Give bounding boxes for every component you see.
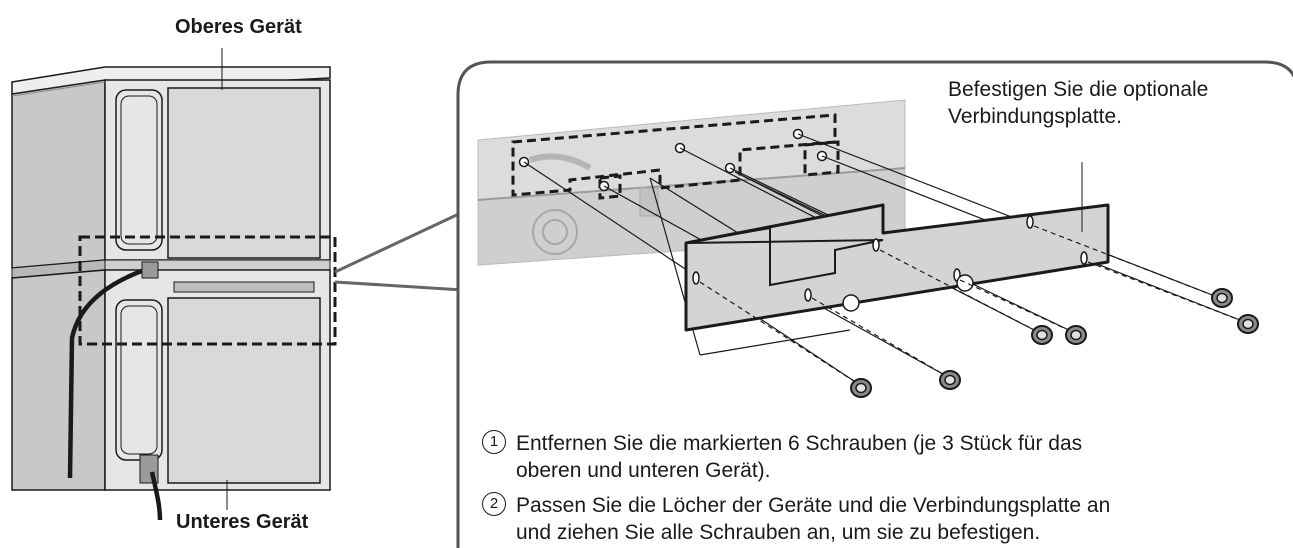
screw-icon — [1031, 325, 1053, 345]
lower-unit-label: Unteres Gerät — [176, 511, 309, 533]
marked-screw-regions — [511, 113, 840, 200]
connecting-plate — [684, 203, 1246, 386]
detail-panel — [456, 60, 1293, 548]
connection-area-highlight — [78, 235, 337, 346]
stacked-units-illustration — [11, 48, 464, 521]
callout-plate-label: Befestigen Sie die optionale Verbindungs… — [948, 78, 1209, 128]
step-2: 2 Passen Sie die Löcher der Geräte und d… — [482, 492, 1282, 546]
screws — [850, 288, 1259, 398]
upper-unit-label: Oberes Gerät — [175, 16, 302, 38]
screw-icon — [850, 378, 872, 398]
step-number: 2 — [482, 492, 506, 516]
screw-icon — [1065, 325, 1087, 345]
upper-unit-illustration — [11, 66, 331, 269]
step-1: 1 Entfernen Sie die markierten 6 Schraub… — [482, 430, 1282, 484]
screw-icon — [939, 370, 961, 390]
step-number: 1 — [482, 430, 506, 454]
screw-icon — [1237, 314, 1259, 334]
screw-icon — [1211, 288, 1233, 308]
lower-unit-illustration — [11, 269, 331, 491]
